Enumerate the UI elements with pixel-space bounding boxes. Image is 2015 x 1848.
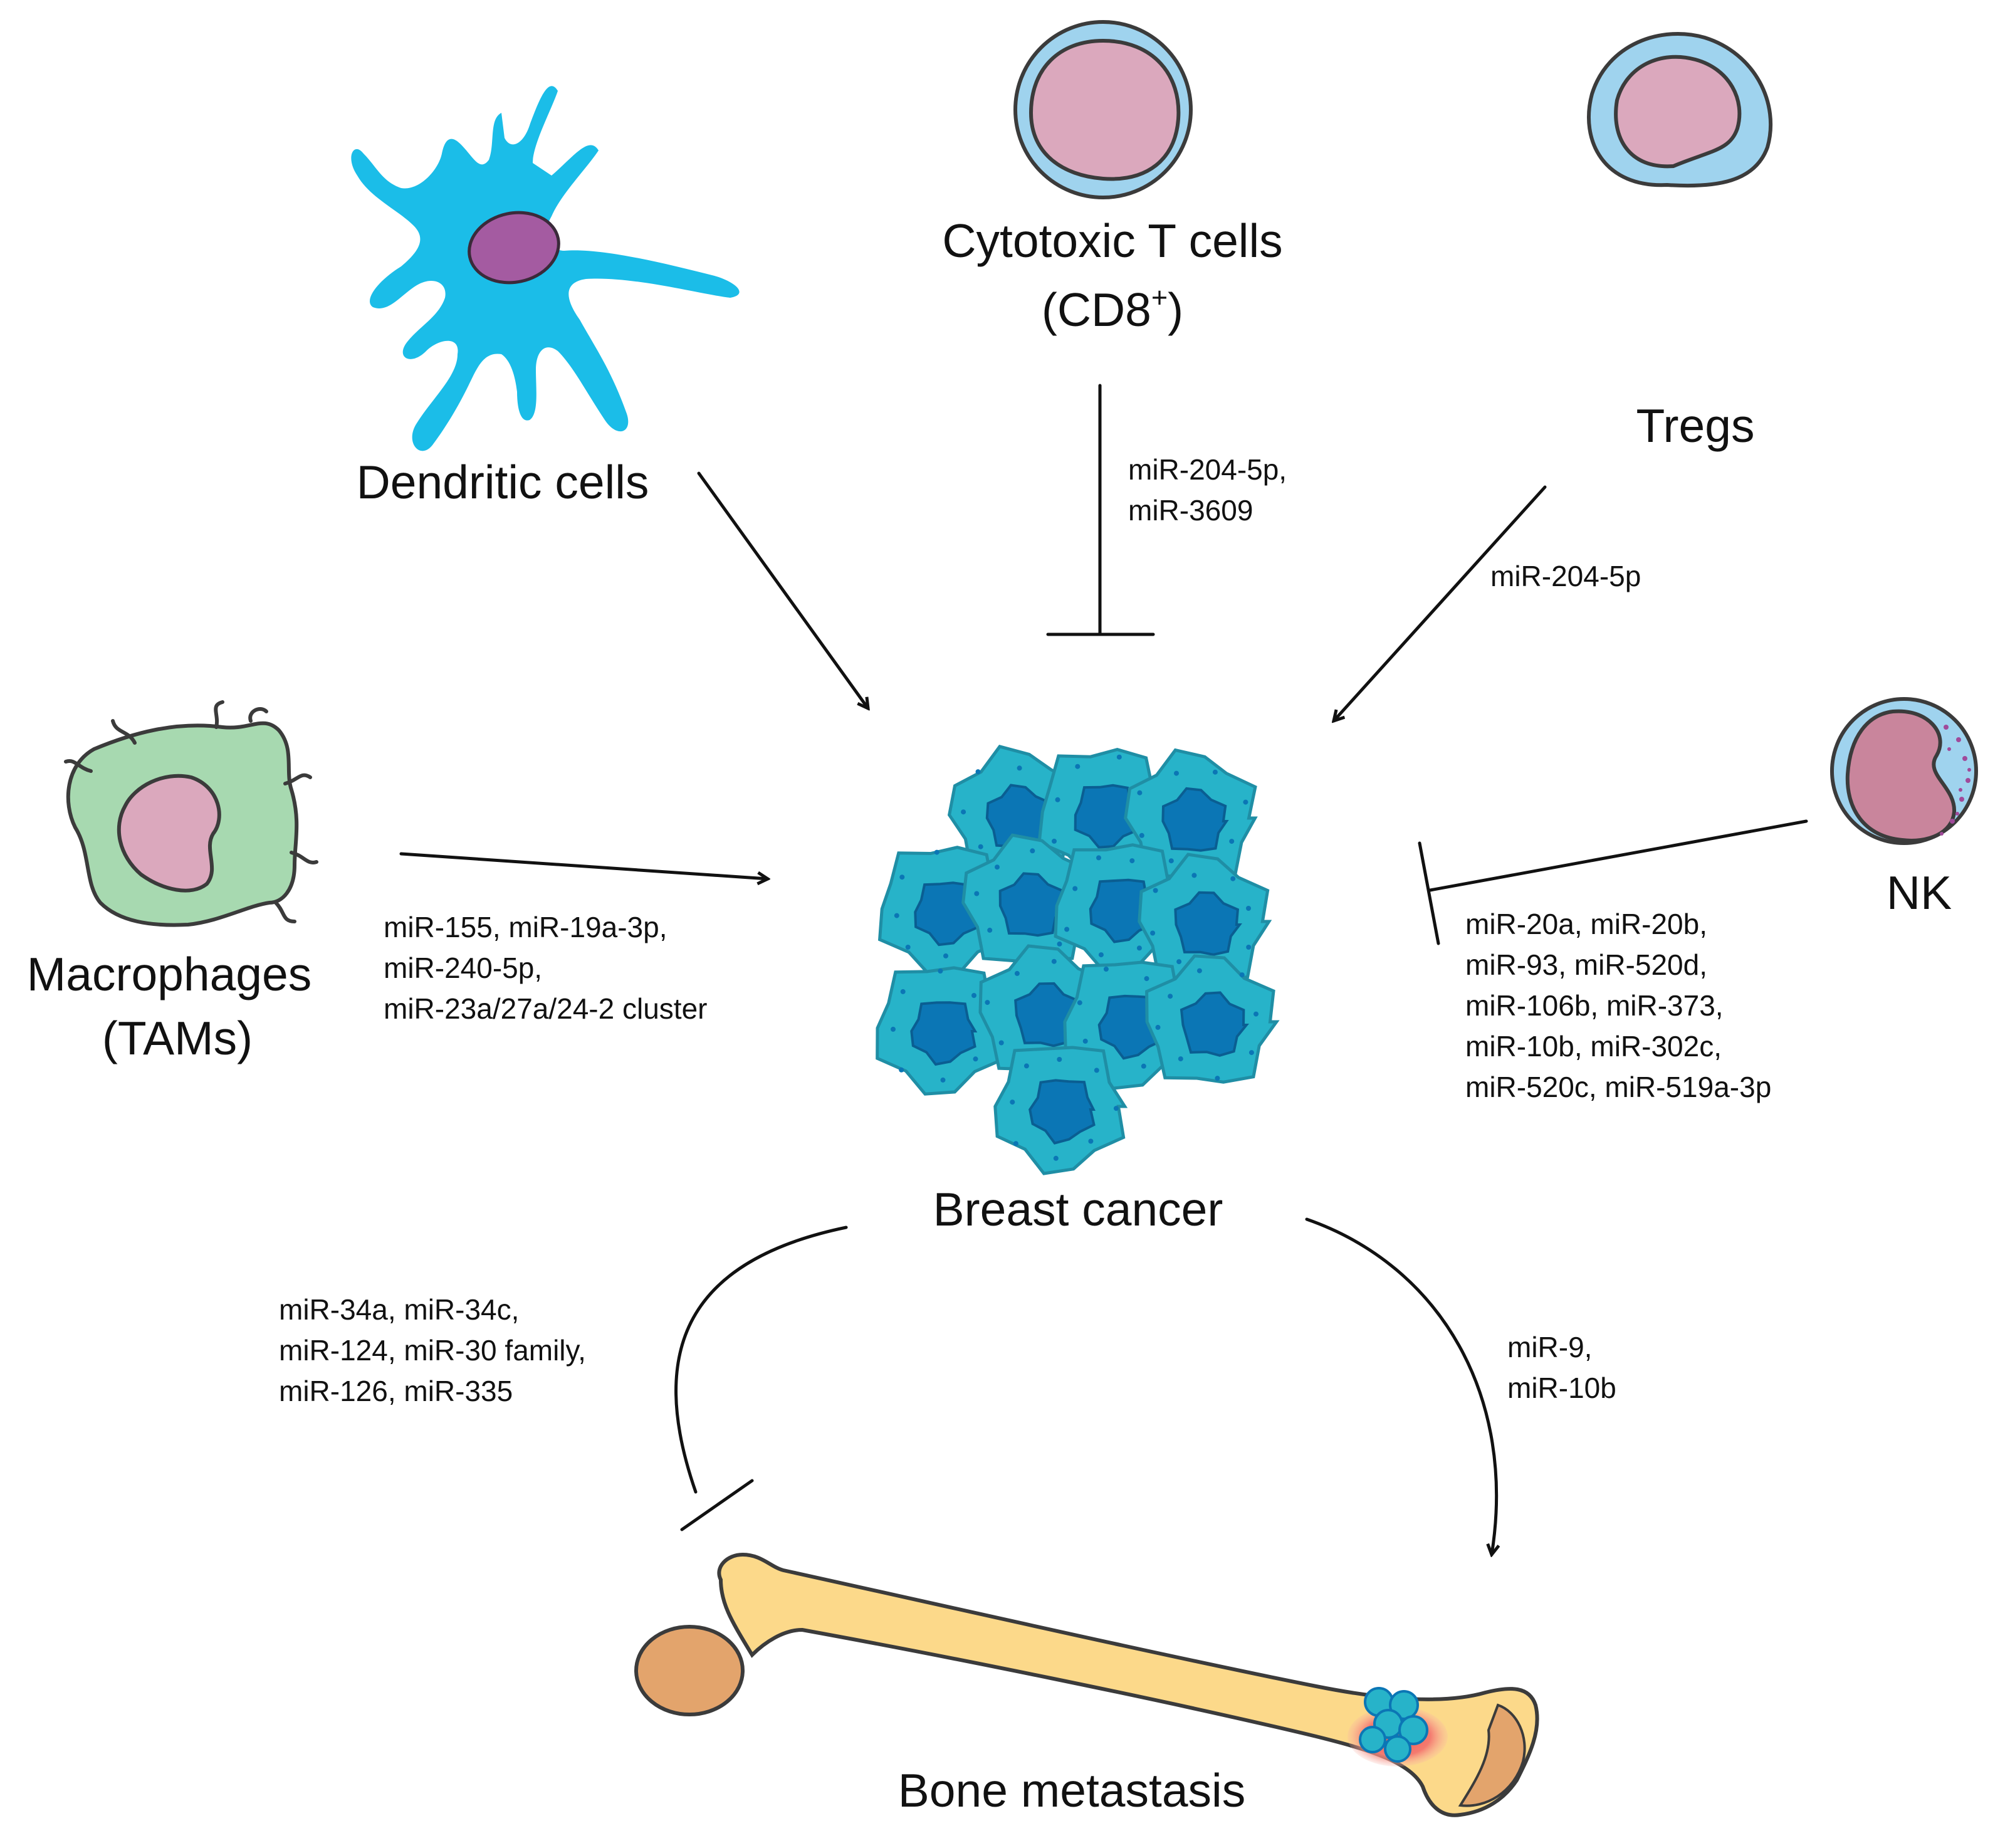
mirna-line: miR-34a, miR-34c, xyxy=(279,1293,519,1326)
breast-cancer-label: Breast cancer xyxy=(933,1183,1223,1236)
mirna-line: miR-204-5p xyxy=(1490,560,1641,592)
cancer-cell-icon xyxy=(993,1046,1128,1175)
mirna-line: miR-106b, miR-373, xyxy=(1465,989,1724,1022)
mirna-line: miR-20a, miR-20b, xyxy=(1465,908,1707,940)
mirna-line: miR-204-5p, xyxy=(1128,453,1287,486)
mirna-line: miR-240-5p, xyxy=(384,952,542,984)
tams-label: (TAMs) xyxy=(102,1012,253,1064)
bone-inhibit-connector xyxy=(674,1226,848,1531)
cd8-label: (CD8+) xyxy=(1042,281,1183,336)
dendritic-cell-icon xyxy=(351,86,740,451)
mirna-line: miR-10b xyxy=(1507,1372,1616,1404)
macrophage-mirna-list: miR-155, miR-19a-3p, miR-240-5p, miR-23a/2… xyxy=(384,911,707,1025)
macrophage-cell-icon xyxy=(64,700,318,927)
bone-promote-mirna-list: miR-9, miR-10b xyxy=(1507,1331,1616,1404)
dendritic-cells-label: Dendritic cells xyxy=(357,456,649,508)
bone-promote-arrow xyxy=(1305,1217,1497,1555)
breast-cancer-cluster-icon xyxy=(876,745,1280,1175)
mirna-line: miR-520c, miR-519a-3p xyxy=(1465,1071,1771,1103)
macrophages-label: Macrophages xyxy=(27,948,311,1000)
cytotoxic-t-cell-icon xyxy=(1013,20,1193,199)
mirna-line: miR-3609 xyxy=(1128,494,1253,527)
cd8-mirna-list: miR-204-5p, miR-3609 xyxy=(1128,453,1287,527)
mirna-line: miR-155, miR-19a-3p, xyxy=(384,911,667,943)
nk-cell-icon xyxy=(1830,697,1978,845)
tumor-in-bone-icon xyxy=(1359,1687,1428,1763)
cancer-cell-icon xyxy=(1138,853,1272,982)
mirna-line: miR-10b, miR-302c, xyxy=(1465,1030,1722,1063)
bone-metastasis-label: Bone metastasis xyxy=(898,1764,1245,1817)
cd8-inhibit-connector xyxy=(1046,384,1155,636)
mirna-line: miR-126, miR-335 xyxy=(279,1375,513,1407)
tregs-promote-arrow xyxy=(1334,485,1547,721)
nk-label: NK xyxy=(1887,866,1952,919)
nk-inhibit-connector xyxy=(1418,819,1808,945)
mirna-line: miR-124, miR-30 family, xyxy=(279,1334,586,1367)
mirna-line: miR-23a/27a/24-2 cluster xyxy=(384,992,707,1025)
cancer-cell-icon xyxy=(1145,954,1280,1084)
treg-cell-icon xyxy=(1587,32,1773,188)
bone-icon xyxy=(634,1552,1539,1817)
macrophage-promote-arrow xyxy=(399,852,768,879)
tregs-label: Tregs xyxy=(1636,399,1755,452)
dendritic-promote-arrow xyxy=(697,471,868,708)
nk-mirna-list: miR-20a, miR-20b, miR-93, miR-520d, miR-10… xyxy=(1465,908,1771,1103)
mirna-line: miR-9, xyxy=(1507,1331,1592,1363)
cytotoxic-t-cells-label: Cytotoxic T cells xyxy=(942,214,1282,267)
mirna-line: miR-93, miR-520d, xyxy=(1465,948,1707,981)
bone-inhibit-mirna-list: miR-34a, miR-34c, miR-124, miR-30 family,… xyxy=(279,1293,586,1407)
tregs-mirna-list: miR-204-5p xyxy=(1490,560,1641,592)
